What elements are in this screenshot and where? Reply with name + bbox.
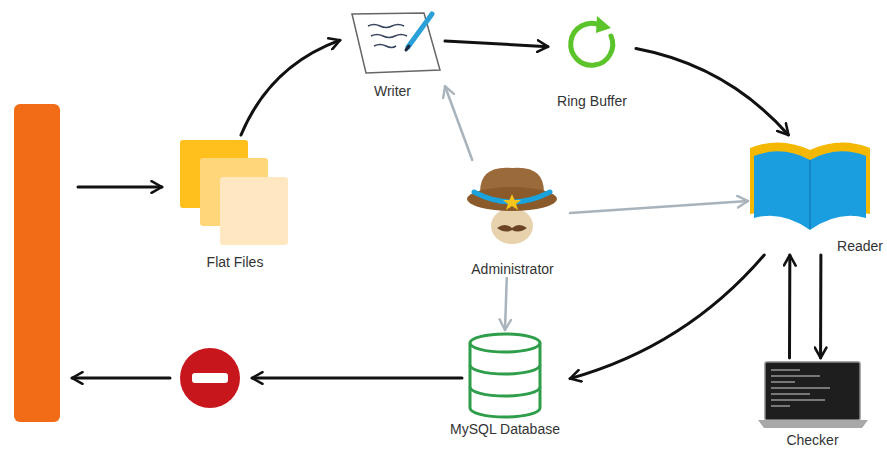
flow-arrow	[252, 377, 462, 380]
icon-node: MySQL Database	[440, 330, 570, 438]
flow-connector	[788, 255, 791, 358]
node-label: Reader	[748, 235, 883, 255]
flow-connector	[819, 255, 822, 358]
ring-buffer-icon	[571, 16, 613, 65]
administrator-icon	[467, 168, 557, 244]
node-label: Writer	[340, 80, 445, 100]
blocked-symbol	[180, 348, 240, 408]
flow-connector	[445, 86, 472, 160]
source-bar	[14, 104, 60, 422]
flow-connector	[505, 278, 507, 330]
checker-laptop-icon	[758, 362, 868, 428]
node-label: Ring Buffer	[548, 90, 636, 110]
flow-connector	[241, 40, 340, 135]
node-label: Administrator	[455, 258, 570, 278]
flow-connector	[445, 41, 548, 47]
flow-connector	[570, 255, 764, 379]
node-label: Flat Files	[175, 251, 295, 271]
flow-arrow	[78, 186, 162, 189]
node-label: MySQL Database	[440, 418, 570, 438]
flow-connector	[570, 201, 748, 213]
flow-connector	[636, 49, 789, 135]
icon-node: Writer	[340, 8, 445, 100]
icon-node: Checker	[755, 358, 870, 449]
icon-node: Administrator	[455, 160, 570, 278]
flat-files-icon	[180, 140, 288, 245]
icon-node: Flat Files	[175, 135, 295, 271]
database-icon	[470, 334, 540, 417]
icon-node: Reader	[748, 135, 883, 255]
writer-icon	[352, 13, 440, 73]
icon-node: Ring Buffer	[548, 14, 636, 110]
node-label: Checker	[755, 429, 870, 449]
reader-book-icon	[750, 142, 870, 230]
flow-arrow	[72, 377, 170, 380]
